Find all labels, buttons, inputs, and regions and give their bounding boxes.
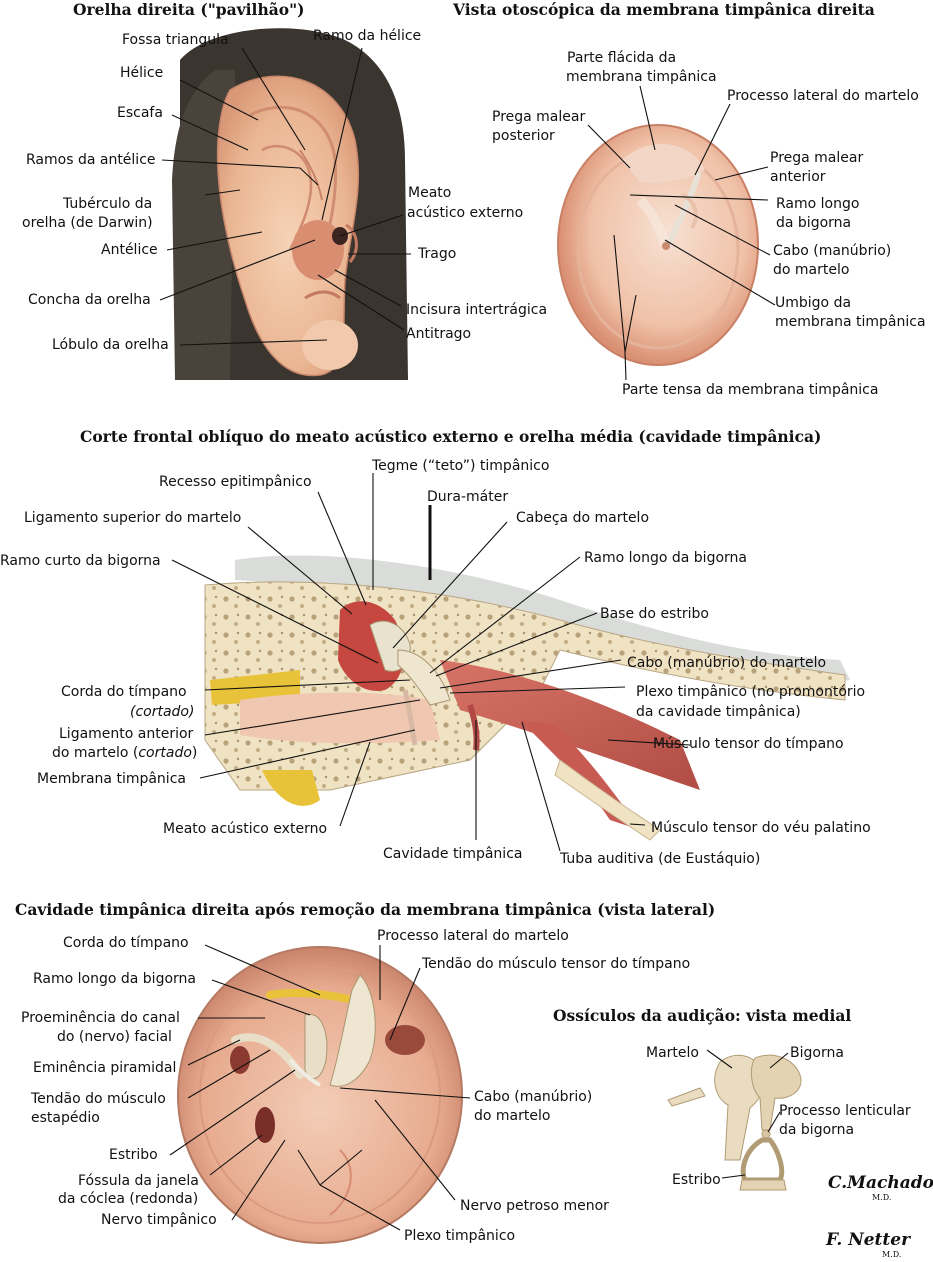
tympanic-cavity-labels: Corda do tímpano Processo lateral do mar…	[21, 928, 690, 1244]
label-meato-1: Meato	[408, 185, 451, 201]
ossicles-labels: Martelo Bigorna Processo lenticular da b…	[646, 1045, 911, 1188]
label-antitrago: Antitrago	[406, 326, 471, 342]
label-cav-eminencia: Eminência piramidal	[33, 1060, 176, 1076]
label-oss-processo-2: da bigorna	[779, 1122, 854, 1138]
label-oss-martelo: Martelo	[646, 1045, 699, 1061]
label-oss-estribo: Estribo	[672, 1172, 721, 1188]
signature-machado-md: M.D.	[872, 1193, 891, 1202]
label-cav-fossula-2: da cóclea (redonda)	[58, 1191, 198, 1207]
title-otoscopic: Vista otoscópica da membrana timpânica d…	[452, 0, 875, 19]
label-prega-posterior-2: posterior	[492, 128, 555, 144]
signature-netter-md: M.D.	[882, 1250, 901, 1259]
label-meato-2: acústico externo	[407, 205, 523, 221]
frontal-section-leader-lines	[171, 473, 691, 852]
signature-netter: F. Netter	[825, 1230, 911, 1250]
frontal-section-labels: Tegme (“teto”) timpânico Recesso epitimp…	[0, 458, 871, 867]
tympanic-membrane-illustration	[557, 124, 759, 366]
label-parte-flacida-1: Parte flácida da	[567, 50, 676, 66]
title-ear: Orelha direita ("pavilhão")	[73, 0, 305, 19]
frontal-section-illustration	[204, 555, 850, 841]
title-section: Corte frontal oblíquo do meato acústico …	[80, 427, 821, 446]
label-antelice: Antélice	[101, 242, 158, 258]
label-cav-processo-lateral: Processo lateral do martelo	[377, 928, 569, 944]
label-lig-anterior-2: do martelo (cortado)	[52, 745, 197, 761]
title-cavity: Cavidade timpânica direita após remoção …	[15, 900, 715, 919]
label-cav-tendao-tensor: Tendão do músculo tensor do tímpano	[421, 956, 690, 972]
artist-signatures: C.Machado M.D. F. Netter M.D.	[825, 1173, 933, 1259]
label-cav-proeminencia-2: do (nervo) facial	[57, 1029, 172, 1045]
label-base-estribo: Base do estribo	[600, 606, 709, 622]
label-plexo-1: Plexo timpânico (no promontório	[636, 684, 865, 700]
label-cav-proeminencia-1: Proeminência do canal	[21, 1010, 180, 1026]
label-umbigo-2: membrana timpânica	[775, 314, 926, 330]
label-cav-plexo: Plexo timpânico	[404, 1228, 515, 1244]
label-tensor-timpano: Músculo tensor do tímpano	[653, 736, 844, 752]
label-oss-processo-1: Processo lenticular	[779, 1103, 911, 1119]
label-concha: Concha da orelha	[28, 292, 151, 308]
label-cav-nervo-petroso: Nervo petroso menor	[460, 1198, 609, 1214]
label-cav-corda: Corda do tímpano	[63, 935, 189, 951]
otoscopic-leader-lines	[587, 85, 776, 381]
label-ramos-antelice: Ramos da antélice	[26, 152, 156, 168]
label-cabo: Cabo (manúbrio) do martelo	[627, 655, 826, 671]
label-recesso: Recesso epitimpânico	[159, 474, 312, 490]
otoscopic-labels: Parte flácida da membrana timpânica Proc…	[492, 50, 926, 398]
label-cav-estribo: Estribo	[109, 1147, 158, 1163]
title-ossicles: Ossículos da audição: vista medial	[553, 1006, 851, 1025]
label-meato: Meato acústico externo	[163, 821, 327, 837]
label-cav-fossula-1: Fóssula da janela	[78, 1173, 199, 1189]
label-oss-bigorna: Bigorna	[790, 1045, 844, 1061]
label-lig-anterior-1: Ligamento anterior	[59, 726, 194, 742]
label-corda-1: Corda do tímpano	[61, 684, 187, 700]
label-tuberculo-1: Tubérculo da	[62, 196, 152, 212]
label-cav-tendao-estapedio-1: Tendão do músculo	[30, 1091, 166, 1107]
label-umbigo-1: Umbigo da	[775, 295, 851, 311]
label-ramo-helice: Ramo da hélice	[313, 28, 421, 44]
label-tuberculo-2: orelha (de Darwin)	[22, 215, 153, 231]
label-membrana: Membrana timpânica	[37, 771, 186, 787]
auricle-illustration	[172, 28, 408, 380]
label-tegme: Tegme (“teto”) timpânico	[371, 458, 549, 474]
label-lig-superior: Ligamento superior do martelo	[24, 510, 241, 526]
label-plexo-2: da cavidade timpânica)	[636, 704, 801, 720]
label-parte-flacida-2: membrana timpânica	[566, 69, 717, 85]
label-cavidade: Cavidade timpânica	[383, 846, 522, 862]
signature-machado: C.Machado	[828, 1173, 933, 1193]
label-dura: Dura-máter	[427, 489, 508, 505]
label-incisura: Incisura intertrágica	[406, 302, 547, 318]
auricle-labels: Fossa triangula Ramo da hélice Hélice Es…	[22, 28, 547, 353]
label-processo-lateral: Processo lateral do martelo	[727, 88, 919, 104]
label-cav-cabo-1: Cabo (manúbrio)	[474, 1089, 592, 1105]
ossicles-illustration	[667, 1054, 802, 1191]
label-cabeca: Cabeça do martelo	[516, 510, 649, 526]
label-fossa-triangula: Fossa triangula	[122, 32, 229, 48]
label-ramo-longo-1: Ramo longo	[776, 196, 859, 212]
label-cav-ramo-longo: Ramo longo da bigorna	[33, 971, 196, 987]
label-tuba: Tuba auditiva (de Eustáquio)	[559, 851, 760, 867]
label-ramo-curto: Ramo curto da bigorna	[0, 553, 161, 569]
tympanic-cavity-illustration	[177, 946, 463, 1244]
label-corda-2: (cortado)	[130, 704, 194, 720]
label-prega-anterior-1: Prega malear	[770, 150, 863, 166]
label-cabo-1: Cabo (manúbrio)	[773, 243, 891, 259]
auricle-leader-lines	[159, 47, 411, 346]
label-trago: Trago	[417, 246, 456, 262]
label-escafa: Escafa	[117, 105, 163, 121]
label-cav-tendao-estapedio-2: estapédio	[31, 1110, 100, 1126]
ossicles-leader-lines	[706, 1049, 789, 1179]
label-ramo-longo-2: da bigorna	[776, 215, 851, 231]
label-helice: Hélice	[120, 65, 163, 81]
label-cav-nervo-timpanico: Nervo timpânico	[101, 1212, 217, 1228]
label-lobulo: Lóbulo da orelha	[52, 337, 169, 353]
label-ramo-longo: Ramo longo da bigorna	[584, 550, 747, 566]
label-cav-cabo-2: do martelo	[474, 1108, 550, 1124]
label-parte-tensa: Parte tensa da membrana timpânica	[622, 382, 878, 398]
label-tensor-veu: Músculo tensor do véu palatino	[651, 820, 871, 836]
label-cabo-2: do martelo	[773, 262, 849, 278]
tympanic-cavity-leader-lines	[169, 944, 471, 1231]
label-prega-posterior-1: Prega malear	[492, 109, 585, 125]
label-prega-anterior-2: anterior	[770, 169, 826, 185]
